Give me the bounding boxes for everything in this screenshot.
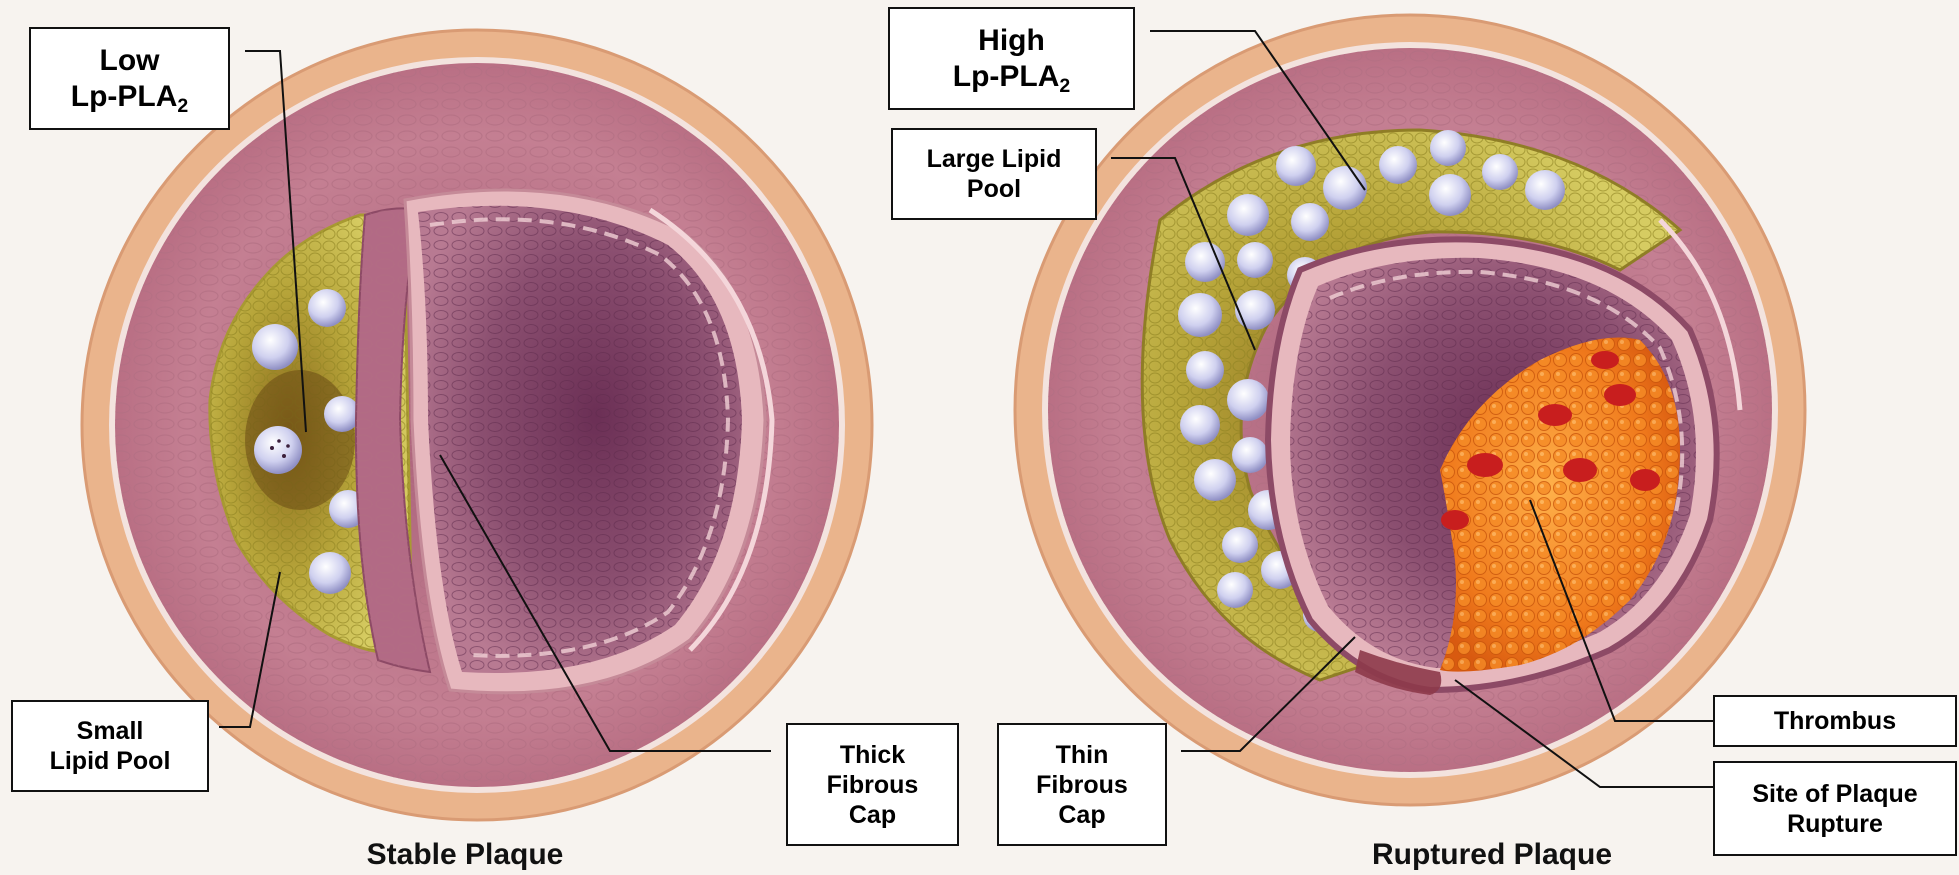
- label-high-lp-pla2-prefix: Lp-PLA: [953, 60, 1060, 93]
- label-high-lp-pla2-sub: 2: [1059, 74, 1070, 96]
- label-large-lipid-pool-line1: Large Lipid: [927, 144, 1062, 174]
- label-thin-fibrous-cap-line3: Cap: [1058, 800, 1105, 830]
- label-rupture-site: Site of Plaque Rupture: [1713, 761, 1957, 856]
- label-large-lipid-pool: Large Lipid Pool: [891, 128, 1097, 220]
- label-thrombus: Thrombus: [1713, 695, 1957, 747]
- label-thrombus-text: Thrombus: [1774, 706, 1896, 736]
- label-small-lipid-pool: Small Lipid Pool: [11, 700, 209, 792]
- caption-stable-plaque: Stable Plaque: [367, 838, 564, 872]
- label-small-lipid-pool-line2: Lipid Pool: [50, 746, 171, 776]
- label-low-lp-pla2-line1: Low: [100, 43, 160, 79]
- label-rupture-site-line1: Site of Plaque: [1752, 779, 1917, 809]
- label-thin-fibrous-cap-line2: Fibrous: [1036, 770, 1128, 800]
- label-low-lp-pla2-prefix: Lp-PLA: [71, 80, 178, 113]
- label-large-lipid-pool-line2: Pool: [967, 174, 1021, 204]
- caption-ruptured-plaque: Ruptured Plaque: [1372, 838, 1612, 872]
- label-thick-fibrous-cap-line1: Thick: [840, 740, 905, 770]
- ruptured-artery: [1015, 15, 1805, 805]
- label-rupture-site-line2: Rupture: [1787, 809, 1883, 839]
- label-low-lp-pla2: Low Lp-PLA2: [29, 27, 230, 130]
- label-high-lp-pla2-line1: High: [978, 23, 1045, 59]
- label-high-lp-pla2: High Lp-PLA2: [888, 7, 1135, 110]
- label-thin-fibrous-cap-line1: Thin: [1056, 740, 1109, 770]
- label-thin-fibrous-cap: Thin Fibrous Cap: [997, 723, 1167, 846]
- label-thick-fibrous-cap-line3: Cap: [849, 800, 896, 830]
- label-small-lipid-pool-line1: Small: [77, 716, 144, 746]
- label-thick-fibrous-cap-line2: Fibrous: [827, 770, 919, 800]
- label-thick-fibrous-cap: Thick Fibrous Cap: [786, 723, 959, 846]
- label-low-lp-pla2-sub: 2: [177, 94, 188, 116]
